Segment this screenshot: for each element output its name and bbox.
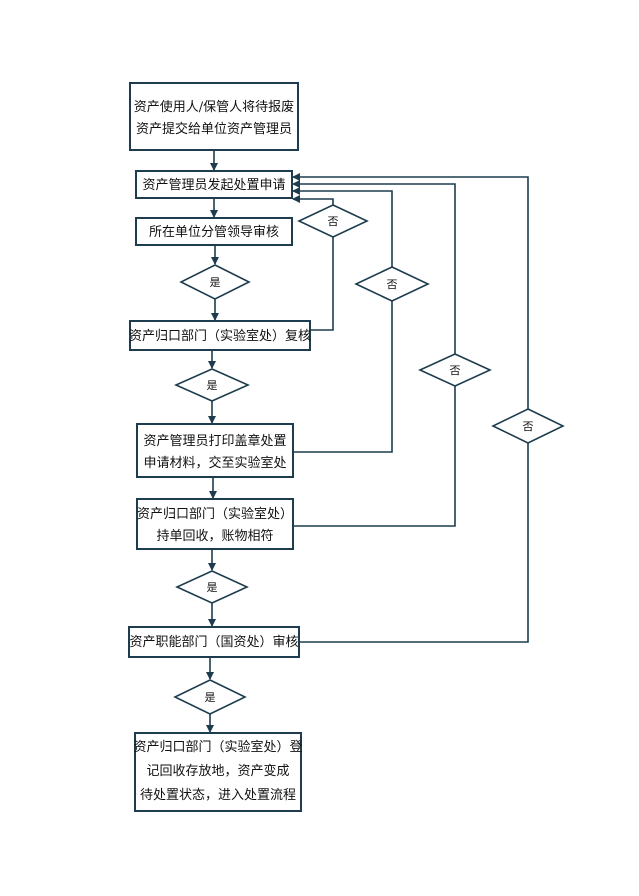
step-box-2: 资产管理员发起处置申请 (135, 170, 293, 199)
decision-yes-1: 是 (179, 264, 251, 300)
step-1-line-1: 资产使用人/保管人将待报废 (134, 99, 294, 115)
decision-no-3-label: 否 (450, 364, 461, 377)
step-8-line-1: 资产归口部门（实验室处）登 (133, 739, 302, 755)
reject-arrow-2 (292, 187, 393, 267)
step-5-line-1: 资产管理员打印盖章处置 (143, 433, 286, 449)
decision-yes-1-label: 是 (210, 276, 221, 289)
step-box-5: 资产管理员打印盖章处置 申请材料，交至实验室处 (136, 423, 294, 478)
step-5-line-2: 申请材料，交至实验室处 (143, 455, 286, 471)
decision-no-2: 否 (354, 266, 430, 302)
decision-no-4: 否 (491, 408, 565, 444)
decision-yes-3-label: 是 (207, 581, 218, 594)
reject-line-step6 (293, 386, 456, 527)
step-4-line-1: 资产归口部门（实验室处）复核 (129, 328, 311, 344)
step-box-7: 资产职能部门（国资处）审核 (128, 626, 300, 658)
decision-no-4-label: 否 (523, 420, 534, 433)
decision-yes-2-label: 是 (207, 379, 218, 392)
step-1-line-2: 资产提交给单位资产管理员 (136, 121, 292, 137)
reject-arrow-4 (292, 173, 529, 409)
step-box-4: 资产归口部门（实验室处）复核 (129, 320, 311, 351)
step-box-6: 资产归口部门（实验室处） 持单回收，账物相符 (136, 498, 294, 550)
decision-no-1: 否 (297, 204, 369, 238)
step-6-line-2: 持单回收，账物相符 (156, 528, 273, 544)
step-8-line-3: 待处置状态，进入处置流程 (140, 788, 296, 803)
decision-yes-4: 是 (173, 679, 247, 715)
decision-no-2-label: 否 (387, 278, 398, 291)
step-7-line-1: 资产职能部门（国资处）审核 (129, 635, 298, 650)
reject-arrow-3 (292, 180, 456, 354)
reject-line-step5 (293, 301, 393, 453)
decision-no-1-label: 否 (328, 215, 339, 228)
step-2-line-1: 资产管理员发起处置申请 (142, 177, 285, 193)
reject-arrow-1 (292, 195, 334, 205)
step-box-8: 资产归口部门（实验室处）登 记回收存放地，资产变成 待处置状态，进入处置流程 (133, 732, 303, 812)
step-box-3: 所在单位分管领导审核 (135, 217, 293, 246)
decision-yes-2: 是 (174, 368, 250, 402)
decision-yes-4-label: 是 (205, 691, 216, 704)
step-6-line-1: 资产归口部门（实验室处） (137, 506, 293, 522)
step-8-line-2: 记回收存放地，资产变成 (146, 763, 289, 779)
decision-no-3: 否 (418, 353, 492, 387)
decision-yes-3: 是 (175, 570, 249, 604)
reject-line-step7 (299, 443, 529, 643)
reject-line-step4 (310, 237, 334, 331)
step-3-line-1: 所在单位分管领导审核 (149, 225, 279, 240)
step-box-1: 资产使用人/保管人将待报废 资产提交给单位资产管理员 (129, 82, 299, 151)
